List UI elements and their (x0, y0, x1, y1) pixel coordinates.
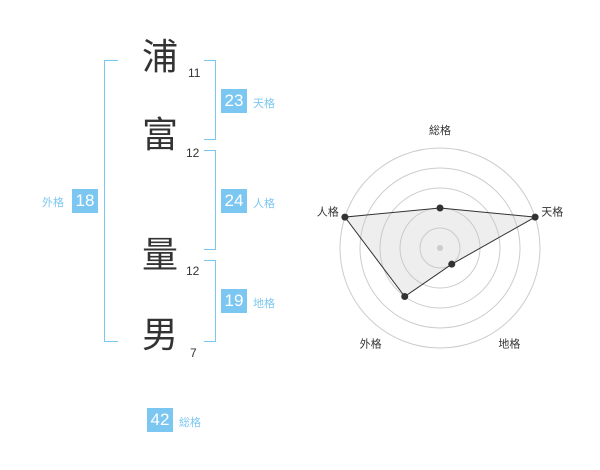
radar-series (341, 204, 539, 301)
stroke-count-3: 12 (186, 264, 200, 278)
jinkaku-badge: 24 (221, 189, 247, 213)
tenkaku-badge: 23 (221, 89, 247, 113)
name-char-1: 浦 (141, 37, 178, 78)
stroke-count-1: 11 (188, 66, 201, 80)
radar-point-5 (341, 213, 349, 221)
name-char-4: 男 (141, 315, 178, 356)
radar-axis-label-1: 総格 (429, 123, 451, 137)
radar-axis-label-2: 天格 (541, 205, 563, 219)
radar-axis-label-3: 地格 (498, 336, 520, 350)
radar-ring-5 (339, 147, 541, 349)
name-char-2: 富 (141, 115, 178, 156)
radar-ring-1 (419, 227, 461, 269)
radar-ring-4 (359, 167, 521, 329)
radar-ring-3 (379, 187, 501, 309)
chikaku-badge: 19 (221, 289, 247, 313)
radar-point-2 (531, 213, 539, 221)
radar-series-area (343, 207, 537, 298)
radar-axis-label-5: 人格 (317, 205, 339, 219)
radar-point-1 (436, 204, 444, 212)
chikaku-bracket (204, 260, 216, 342)
tenkaku-label: 天格 (253, 97, 275, 110)
jinkaku-label: 人格 (253, 197, 275, 210)
stroke-count-4: 7 (190, 346, 197, 360)
chikaku-label: 地格 (253, 297, 275, 310)
gaikaku-label: 外格 (42, 196, 64, 209)
radar-center-dot (437, 245, 443, 251)
stroke-count-2: 12 (186, 146, 200, 160)
name-char-3: 量 (141, 235, 178, 276)
radar-point-3 (448, 260, 456, 268)
jinkaku-bracket (204, 150, 216, 250)
gaikaku-bracket (104, 60, 118, 342)
soukaku-label: 総格 (179, 416, 201, 429)
gaikaku-badge: 18 (72, 189, 98, 213)
soukaku-badge: 42 (147, 408, 173, 432)
tenkaku-bracket (204, 60, 216, 140)
radar-point-4 (401, 293, 409, 301)
radar-axis-label-4: 外格 (360, 336, 382, 350)
